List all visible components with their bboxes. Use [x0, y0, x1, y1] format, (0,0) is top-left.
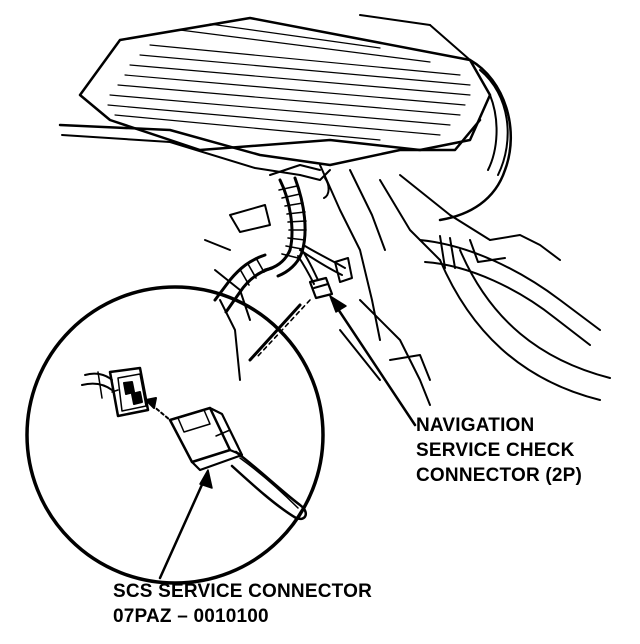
scs-connector-label: SCS SERVICE CONNECTOR 07PAZ – 0010100	[113, 579, 372, 629]
navigation-connector-label: NAVIGATION SERVICE CHECK CONNECTOR (2P)	[416, 413, 582, 488]
navigation-pointer-arrow	[329, 295, 417, 427]
detail-zoom-circle	[25, 285, 325, 585]
navigation-label-line-3: CONNECTOR (2P)	[416, 465, 583, 486]
navigation-label-line-1: NAVIGATION	[416, 415, 535, 436]
navigation-label-line-2: SERVICE CHECK	[416, 440, 575, 461]
scs-pointer-arrow	[158, 469, 213, 580]
mating-direction-arrow	[145, 397, 171, 421]
wire-harness	[213, 176, 353, 314]
harness-side-2p-connector	[81, 366, 150, 418]
scs-label-line-1: SCS SERVICE CONNECTOR	[113, 581, 372, 602]
scs-label-line-2: 07PAZ – 0010100	[113, 606, 269, 627]
scs-service-connector-plug	[168, 406, 308, 521]
dashboard-structure	[58, 14, 611, 406]
navigation-connector-installed	[308, 276, 334, 300]
